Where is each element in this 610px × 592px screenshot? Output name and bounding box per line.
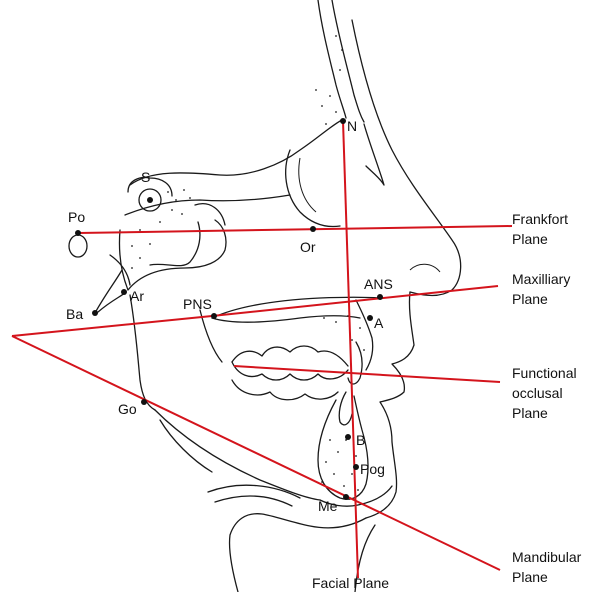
point-pns xyxy=(211,313,217,319)
label-go: Go xyxy=(118,401,137,417)
point-me xyxy=(343,494,349,500)
mandibular-plane-upper-line xyxy=(12,316,212,336)
facial-plane-label: Facial Plane xyxy=(312,575,389,591)
label-ar: Ar xyxy=(130,288,144,304)
mandibular-plane-label-line2: Plane xyxy=(512,569,548,585)
frankfort-plane-label-line1: Frankfort xyxy=(512,211,568,227)
bone-stippling xyxy=(131,35,365,491)
facial-plane-line xyxy=(343,121,358,578)
label-a: A xyxy=(374,315,384,331)
point-go xyxy=(141,399,147,405)
label-s: S xyxy=(141,169,150,185)
label-b: B xyxy=(356,432,365,448)
label-or: Or xyxy=(300,239,316,255)
label-me: Me xyxy=(318,498,338,514)
point-n xyxy=(340,118,346,124)
reference-planes xyxy=(12,121,512,578)
occlusal-plane-label-line2: occlusal xyxy=(512,385,563,401)
label-pns: PNS xyxy=(183,296,212,312)
label-po: Po xyxy=(68,209,85,225)
mandibular-plane-label-line1: Mandibular xyxy=(512,549,582,565)
frankfort-plane-label-line2: Plane xyxy=(512,231,548,247)
point-b xyxy=(345,434,351,440)
point-ba xyxy=(92,310,98,316)
label-ans: ANS xyxy=(364,276,393,292)
occlusal-plane-label-line3: Plane xyxy=(512,405,548,421)
mandibular-plane-line xyxy=(12,336,500,570)
maxillary-plane-label-line2: Plane xyxy=(512,291,548,307)
label-ba: Ba xyxy=(66,306,83,322)
point-ans xyxy=(377,294,383,300)
maxillary-plane-line xyxy=(212,286,498,316)
point-pog xyxy=(353,464,359,470)
point-ar xyxy=(121,289,127,295)
maxillary-plane-label-line1: Maxilliary xyxy=(512,271,570,287)
point-po xyxy=(75,230,81,236)
point-s xyxy=(147,197,153,203)
point-a xyxy=(367,315,373,321)
point-or xyxy=(310,226,316,232)
occlusal-plane-label-line1: Functional xyxy=(512,365,577,381)
label-n: N xyxy=(347,118,357,134)
label-pog: Pog xyxy=(360,461,385,477)
